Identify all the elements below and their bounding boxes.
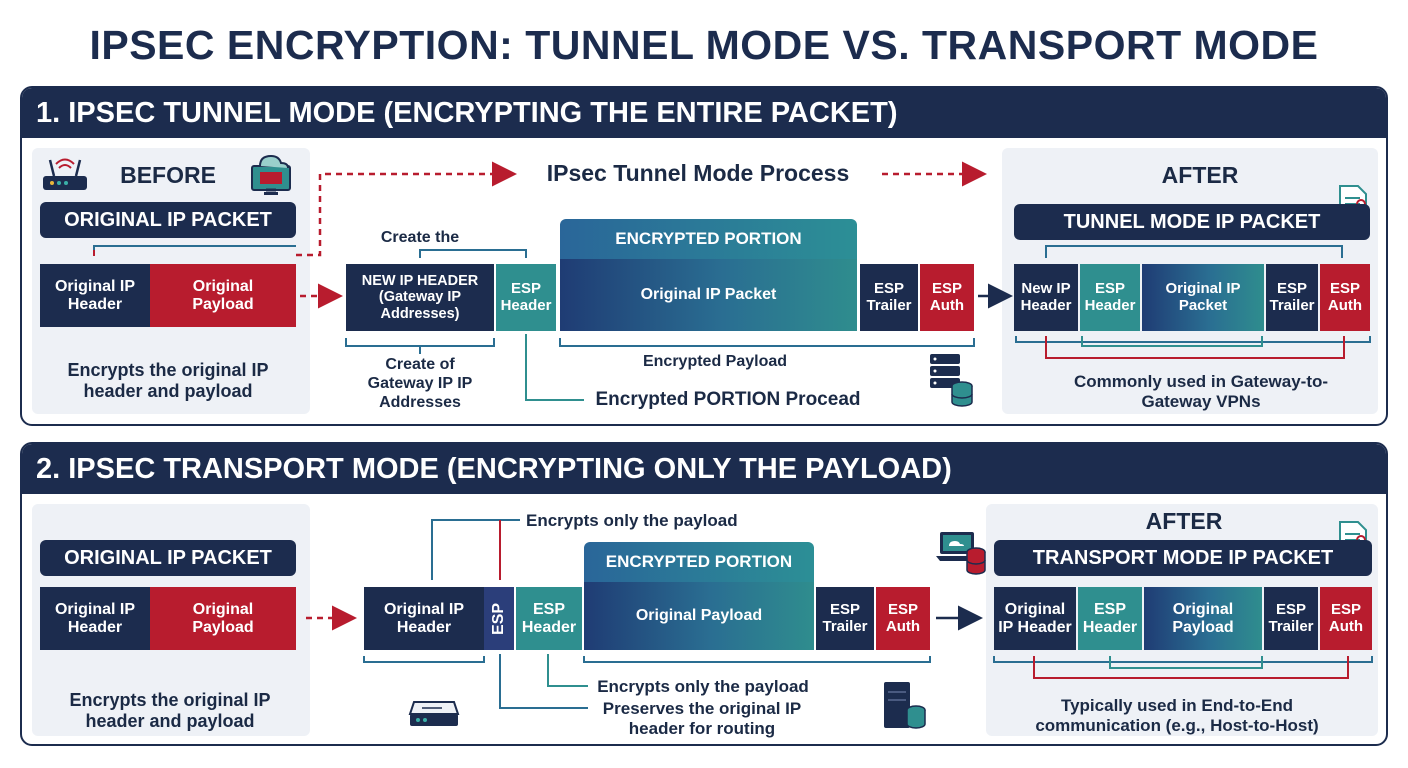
- tunnel-middle-brackets: [345, 249, 975, 401]
- tunnel-after-brackets: [1015, 245, 1371, 359]
- after-esp-trailer-cell: ESP Trailer: [1266, 264, 1318, 331]
- transport-mode-packet-label: TRANSPORT MODE IP PACKET: [994, 540, 1372, 576]
- after-esp-header-cell: ESP Header: [1080, 264, 1140, 331]
- transport-esp-vertical-cell: ESP: [484, 587, 514, 650]
- tunnel-new-ip-header-cell: NEW IP HEADER (Gateway IP Addresses): [346, 264, 494, 331]
- tunnel-create-of-label: Create of Gateway IP IP Addresses: [367, 356, 473, 411]
- tunnel-mode-packet-label: TUNNEL MODE IP PACKET: [1014, 204, 1370, 240]
- tunnel-process-dashed-path: [296, 161, 987, 257]
- tunnel-orig-header-cell: Original IP Header: [40, 264, 150, 327]
- tunnel-create-the: Create the: [380, 229, 460, 246]
- transport-encrypted-portion-label: ENCRYPTED PORTION: [584, 542, 814, 582]
- transport-top-brackets: [431, 519, 520, 580]
- router-icon: [40, 154, 90, 201]
- transport-encrypts-only-top: Encrypts only the payload: [526, 511, 738, 530]
- transport-preserves-label: Preserves the original IP header for rou…: [602, 699, 802, 739]
- after-transport-esp-header-cell: ESP Header: [1078, 587, 1142, 650]
- after-esp-auth-cell: ESP Auth: [1320, 264, 1370, 331]
- after-original-ip-packet-cell: Original IP Packet: [1142, 264, 1264, 331]
- tunnel-orig-payload-cell: Original Payload: [150, 264, 296, 327]
- tunnel-encrypted-payload-label: Encrypted Payload: [642, 353, 788, 370]
- transport-after-label: AFTER: [1145, 508, 1223, 534]
- after-transport-esp-auth-cell: ESP Auth: [1320, 587, 1372, 650]
- transport-before-note: Encrypts the original IP header and payl…: [69, 690, 271, 732]
- transport-after-note: Typically used in End-to-End communicati…: [1035, 696, 1319, 736]
- tunnel-before-label: BEFORE: [120, 162, 216, 188]
- transport-orig-header-cell: Original IP Header: [40, 587, 150, 650]
- after-transport-orig-payload-cell: Original Payload: [1144, 587, 1262, 650]
- transport-original-packet-label: ORIGINAL IP PACKET: [40, 540, 296, 576]
- tunnel-esp-trailer-cell: ESP Trailer: [860, 264, 918, 331]
- tunnel-before-note: Encrypts the original IP header and payl…: [67, 360, 269, 402]
- tunnel-esp-auth-cell: ESP Auth: [920, 264, 974, 331]
- transport-esp-auth-cell: ESP Auth: [876, 587, 930, 650]
- tunnel-original-packet-label: ORIGINAL IP PACKET: [40, 202, 296, 238]
- transport-mid-orig-header-cell: Original IP Header: [364, 587, 484, 650]
- transport-mode-heading: 2. IPSEC TRANSPORT MODE (ENCRYPTING ONLY…: [22, 444, 1386, 494]
- server-icon: [880, 680, 928, 737]
- after-transport-esp-trailer-cell: ESP Trailer: [1264, 587, 1318, 650]
- tunnel-after-label: AFTER: [1161, 162, 1239, 188]
- tunnel-mode-heading: 1. IPSEC TUNNEL MODE (ENCRYPTING THE ENT…: [22, 88, 1386, 138]
- tunnel-before-brackets: [93, 245, 296, 256]
- tunnel-original-ip-packet-cell: Original IP Packet: [560, 259, 857, 331]
- switch-device-icon: [408, 694, 460, 735]
- transport-encrypts-only-bottom: Encrypts only the payload: [597, 677, 809, 696]
- tunnel-esp-header-cell: ESP Header: [496, 264, 556, 331]
- tunnel-after-note: Commonly used in Gateway-to-Gateway VPNs: [1073, 372, 1329, 412]
- after-new-ip-header-cell: New IP Header: [1014, 264, 1078, 331]
- transport-original-payload-cell: Original Payload: [584, 582, 814, 650]
- laptop-database-icon: [934, 528, 990, 583]
- cloud-computer-icon: [248, 152, 294, 201]
- page-title: IPSEC ENCRYPTION: TUNNEL MODE VS. TRANSP…: [89, 22, 1319, 68]
- after-transport-orig-header-cell: Original IP Header: [994, 587, 1076, 650]
- server-database-icon: [926, 352, 974, 413]
- tunnel-process-label: IPsec Tunnel Mode Process: [546, 160, 850, 186]
- tunnel-encrypted-portion-procead: Encrypted PORTION Procead: [595, 389, 861, 410]
- transport-orig-payload-cell: Original Payload: [150, 587, 296, 650]
- tunnel-encrypted-portion-label: ENCRYPTED PORTION: [560, 219, 857, 259]
- transport-after-brackets: [993, 656, 1373, 679]
- transport-esp-trailer-cell: ESP Trailer: [816, 587, 874, 650]
- transport-bottom-brackets: [363, 654, 931, 709]
- transport-esp-header-cell: ESP Header: [516, 587, 582, 650]
